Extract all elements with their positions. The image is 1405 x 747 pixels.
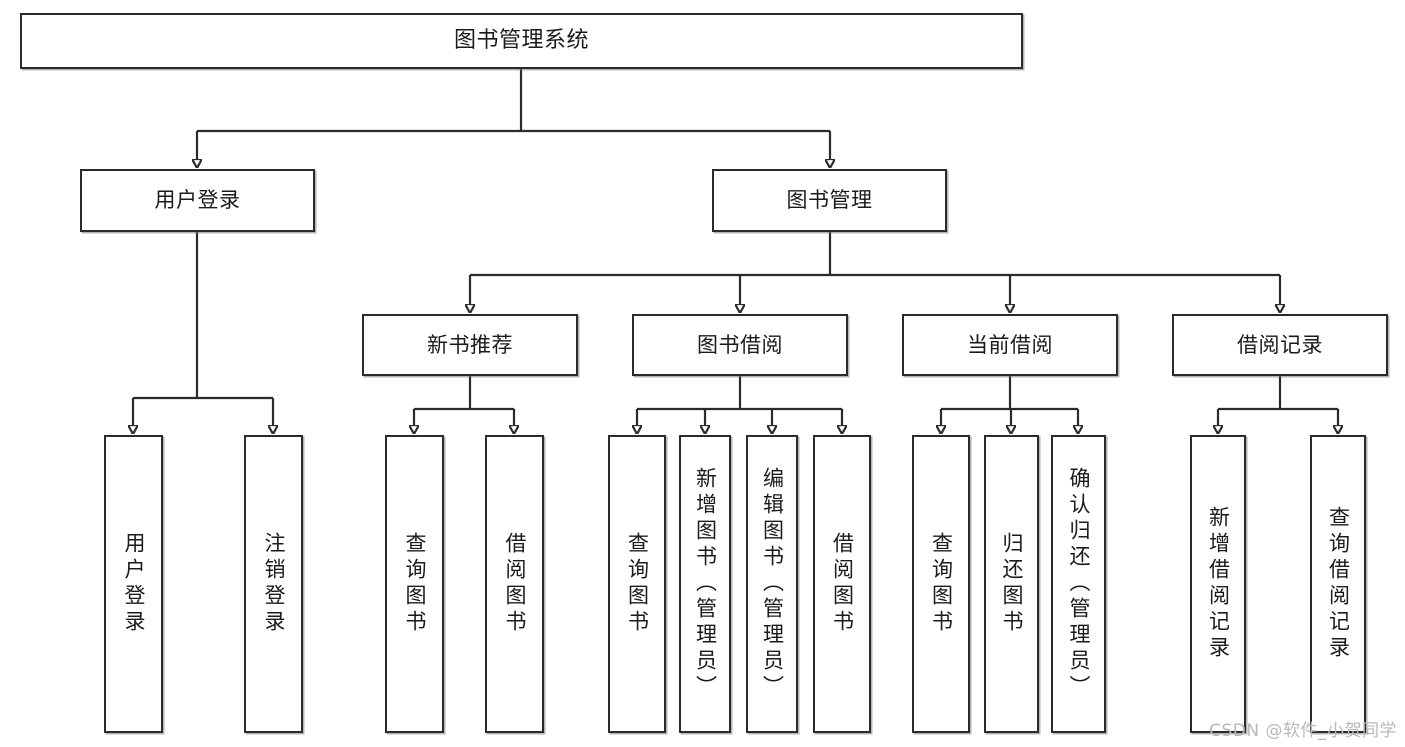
node-current-borrow-label: 当前借阅 [967,332,1053,357]
node-leaf-query-book-1-label: 查询图书 [403,532,427,636]
node-leaf-borrow-book-2-label: 借阅图书 [830,532,855,636]
node-leaf-query-book-2[interactable]: 查询图书 [608,435,666,733]
node-leaf-query-borrow-record-label: 查询借阅记录 [1326,506,1351,662]
node-root-label: 图书管理系统 [453,28,589,54]
node-user-login[interactable]: 用户登录 [80,169,315,232]
node-book-borrow[interactable]: 图书借阅 [632,314,848,376]
node-leaf-edit-book-admin-label: 编辑图书（管理员） [760,467,785,701]
node-leaf-user-login[interactable]: 用户登录 [104,435,163,733]
node-leaf-add-book-admin[interactable]: 新增图书（管理员） [679,435,731,733]
node-borrow-record[interactable]: 借阅记录 [1172,314,1388,376]
node-leaf-logout-label: 注销登录 [262,532,286,636]
node-leaf-add-book-admin-label: 新增图书（管理员） [693,467,718,701]
node-current-borrow[interactable]: 当前借阅 [902,314,1118,376]
node-user-login-label: 用户登录 [154,188,241,213]
node-leaf-query-book-1[interactable]: 查询图书 [385,435,444,733]
node-leaf-return-book[interactable]: 归还图书 [984,435,1039,733]
node-leaf-query-book-3[interactable]: 查询图书 [912,435,970,733]
node-leaf-query-book-2-label: 查询图书 [625,532,650,636]
node-root[interactable]: 图书管理系统 [20,13,1023,69]
node-leaf-confirm-return-admin-label: 确认归还（管理员） [1067,467,1091,701]
node-new-book-recommend-label: 新书推荐 [427,332,513,357]
node-leaf-add-borrow-record-label: 新增借阅记录 [1206,506,1231,662]
node-leaf-edit-book-admin[interactable]: 编辑图书（管理员） [746,435,798,733]
node-new-book-recommend[interactable]: 新书推荐 [362,314,578,376]
node-borrow-record-label: 借阅记录 [1237,332,1323,357]
node-leaf-logout[interactable]: 注销登录 [244,435,303,733]
node-book-management-label: 图书管理 [786,188,873,213]
node-leaf-confirm-return-admin[interactable]: 确认归还（管理员） [1051,435,1106,733]
node-leaf-add-borrow-record[interactable]: 新增借阅记录 [1190,435,1246,733]
node-leaf-return-book-label: 归还图书 [1000,532,1024,636]
node-leaf-query-borrow-record[interactable]: 查询借阅记录 [1310,435,1366,733]
node-book-borrow-label: 图书借阅 [697,332,783,357]
node-leaf-user-login-label: 用户登录 [122,532,146,636]
node-book-management[interactable]: 图书管理 [712,169,947,232]
node-leaf-borrow-book-2[interactable]: 借阅图书 [813,435,871,733]
node-leaf-query-book-3-label: 查询图书 [929,532,954,636]
watermark: CSDN @软件_小贺同学 [1209,721,1397,741]
node-leaf-borrow-book-1[interactable]: 借阅图书 [485,435,544,733]
node-leaf-borrow-book-1-label: 借阅图书 [503,532,527,636]
